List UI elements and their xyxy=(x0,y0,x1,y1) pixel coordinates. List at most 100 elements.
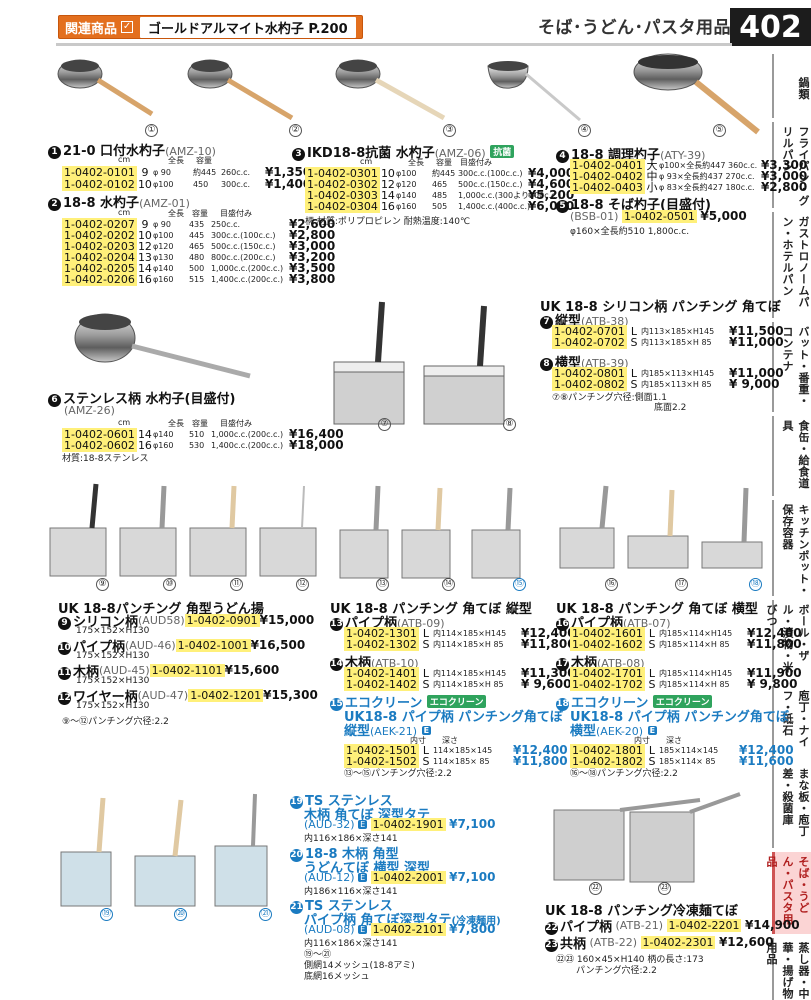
item-code: 1-0402-0601 xyxy=(62,427,137,441)
item-code: 1-0402-0204 xyxy=(62,250,137,264)
item-code: 1-0402-0303 xyxy=(305,188,380,202)
price: ¥5,200 xyxy=(527,188,575,202)
side-tab[interactable]: まな板・庖丁差・殺菌庫 xyxy=(772,764,811,848)
price: ¥11,000 xyxy=(728,366,784,380)
image-label-4: ④ xyxy=(578,124,591,137)
related-products-box[interactable]: 関連商品 ✓ ゴールドアルマイト水杓子 P.200 xyxy=(58,15,363,39)
price: ¥2,800 xyxy=(760,180,808,194)
side-tab[interactable]: 食缶・給食道具 xyxy=(772,416,811,496)
price: ¥3,200 xyxy=(288,250,336,264)
silicone-basket-image xyxy=(333,301,505,425)
item-code: 1-0402-0202 xyxy=(62,228,137,242)
header-rule xyxy=(56,43,732,46)
table-row[interactable]: (AUD-32) E 1-0402-1901 ¥7,100 xyxy=(304,817,496,831)
image-label-3: ③ xyxy=(443,124,456,137)
side-tab[interactable]: 蒸し器・中華・揚げ物用品 xyxy=(765,938,811,1000)
price: ¥2,600 xyxy=(288,217,336,231)
item-code: 1-0402-1402 xyxy=(344,677,419,691)
price: ¥4,600 xyxy=(527,177,575,191)
price: ¥ 9,600 xyxy=(520,677,572,691)
price: ¥4,000 xyxy=(527,166,575,180)
side-tab-active[interactable]: そば・うどん・パスタ用品 xyxy=(765,852,811,934)
side-tab[interactable]: ガストロノームパン・ホテルパン xyxy=(772,212,811,318)
side-tab[interactable]: 鍋類 xyxy=(772,54,811,118)
item-code: 1-0402-0802 xyxy=(552,377,627,391)
price: ¥12,400 xyxy=(738,743,794,757)
table-row[interactable]: (BSB-01) 1-0402-0501 ¥5,000 xyxy=(570,209,747,223)
ladle-3-image xyxy=(335,59,446,121)
item-code: 1-0402-1301 xyxy=(344,626,419,640)
table-row[interactable]: (AUD-12) E 1-0402-2001 ¥7,100 xyxy=(304,870,496,884)
ts-basket-images xyxy=(60,793,268,907)
related-label: 関連商品 xyxy=(65,21,118,37)
ladle-1-image xyxy=(57,59,154,117)
price: ¥2,800 xyxy=(288,228,336,242)
table-head: cm xyxy=(118,155,131,164)
frozen-section-title: UK 18-8 パンチング冷凍麺てぼ xyxy=(545,904,738,919)
item-code: 1-0402-0205 xyxy=(62,261,137,275)
price: ¥3,000 xyxy=(288,239,336,253)
item-code: 1-0402-0304 xyxy=(305,199,380,213)
item-code: 1-0402-0602 xyxy=(62,438,137,452)
section-title: そば･うどん･パスタ用品 xyxy=(538,18,731,38)
ladle-5-image xyxy=(633,53,760,135)
side-tab[interactable]: ボール・ザル・漬物・米びつ xyxy=(765,600,811,682)
item-code: 1-0402-0403 xyxy=(570,180,645,194)
item-code: 1-0402-1502 xyxy=(344,754,419,768)
item-code: 1-0402-0401 xyxy=(570,158,645,172)
udon-section-title: UK 18-8パンチング 角型うどん揚 xyxy=(58,602,264,617)
table-row[interactable]: (AUD-08) E 1-0402-2101 ¥7,800 xyxy=(304,922,496,936)
silicone-section-title: UK 18-8 シリコン柄 パンチング 角てぼ xyxy=(540,300,781,315)
side-tab[interactable]: バット・番重・コンテナ xyxy=(772,322,811,412)
related-ref[interactable]: ゴールドアルマイト水杓子 P.200 xyxy=(140,16,356,38)
item-code: 1-0402-1401 xyxy=(344,666,419,680)
item-code: 1-0402-0203 xyxy=(62,239,137,253)
side-tab[interactable]: フライパン・グリルパン xyxy=(772,122,811,208)
item-code: 1-0402-1702 xyxy=(570,677,645,691)
side-tab[interactable]: キッチンポット・保存容器 xyxy=(772,500,811,596)
side-tab[interactable]: 庖丁・ナイフ・砥石 xyxy=(772,686,811,760)
